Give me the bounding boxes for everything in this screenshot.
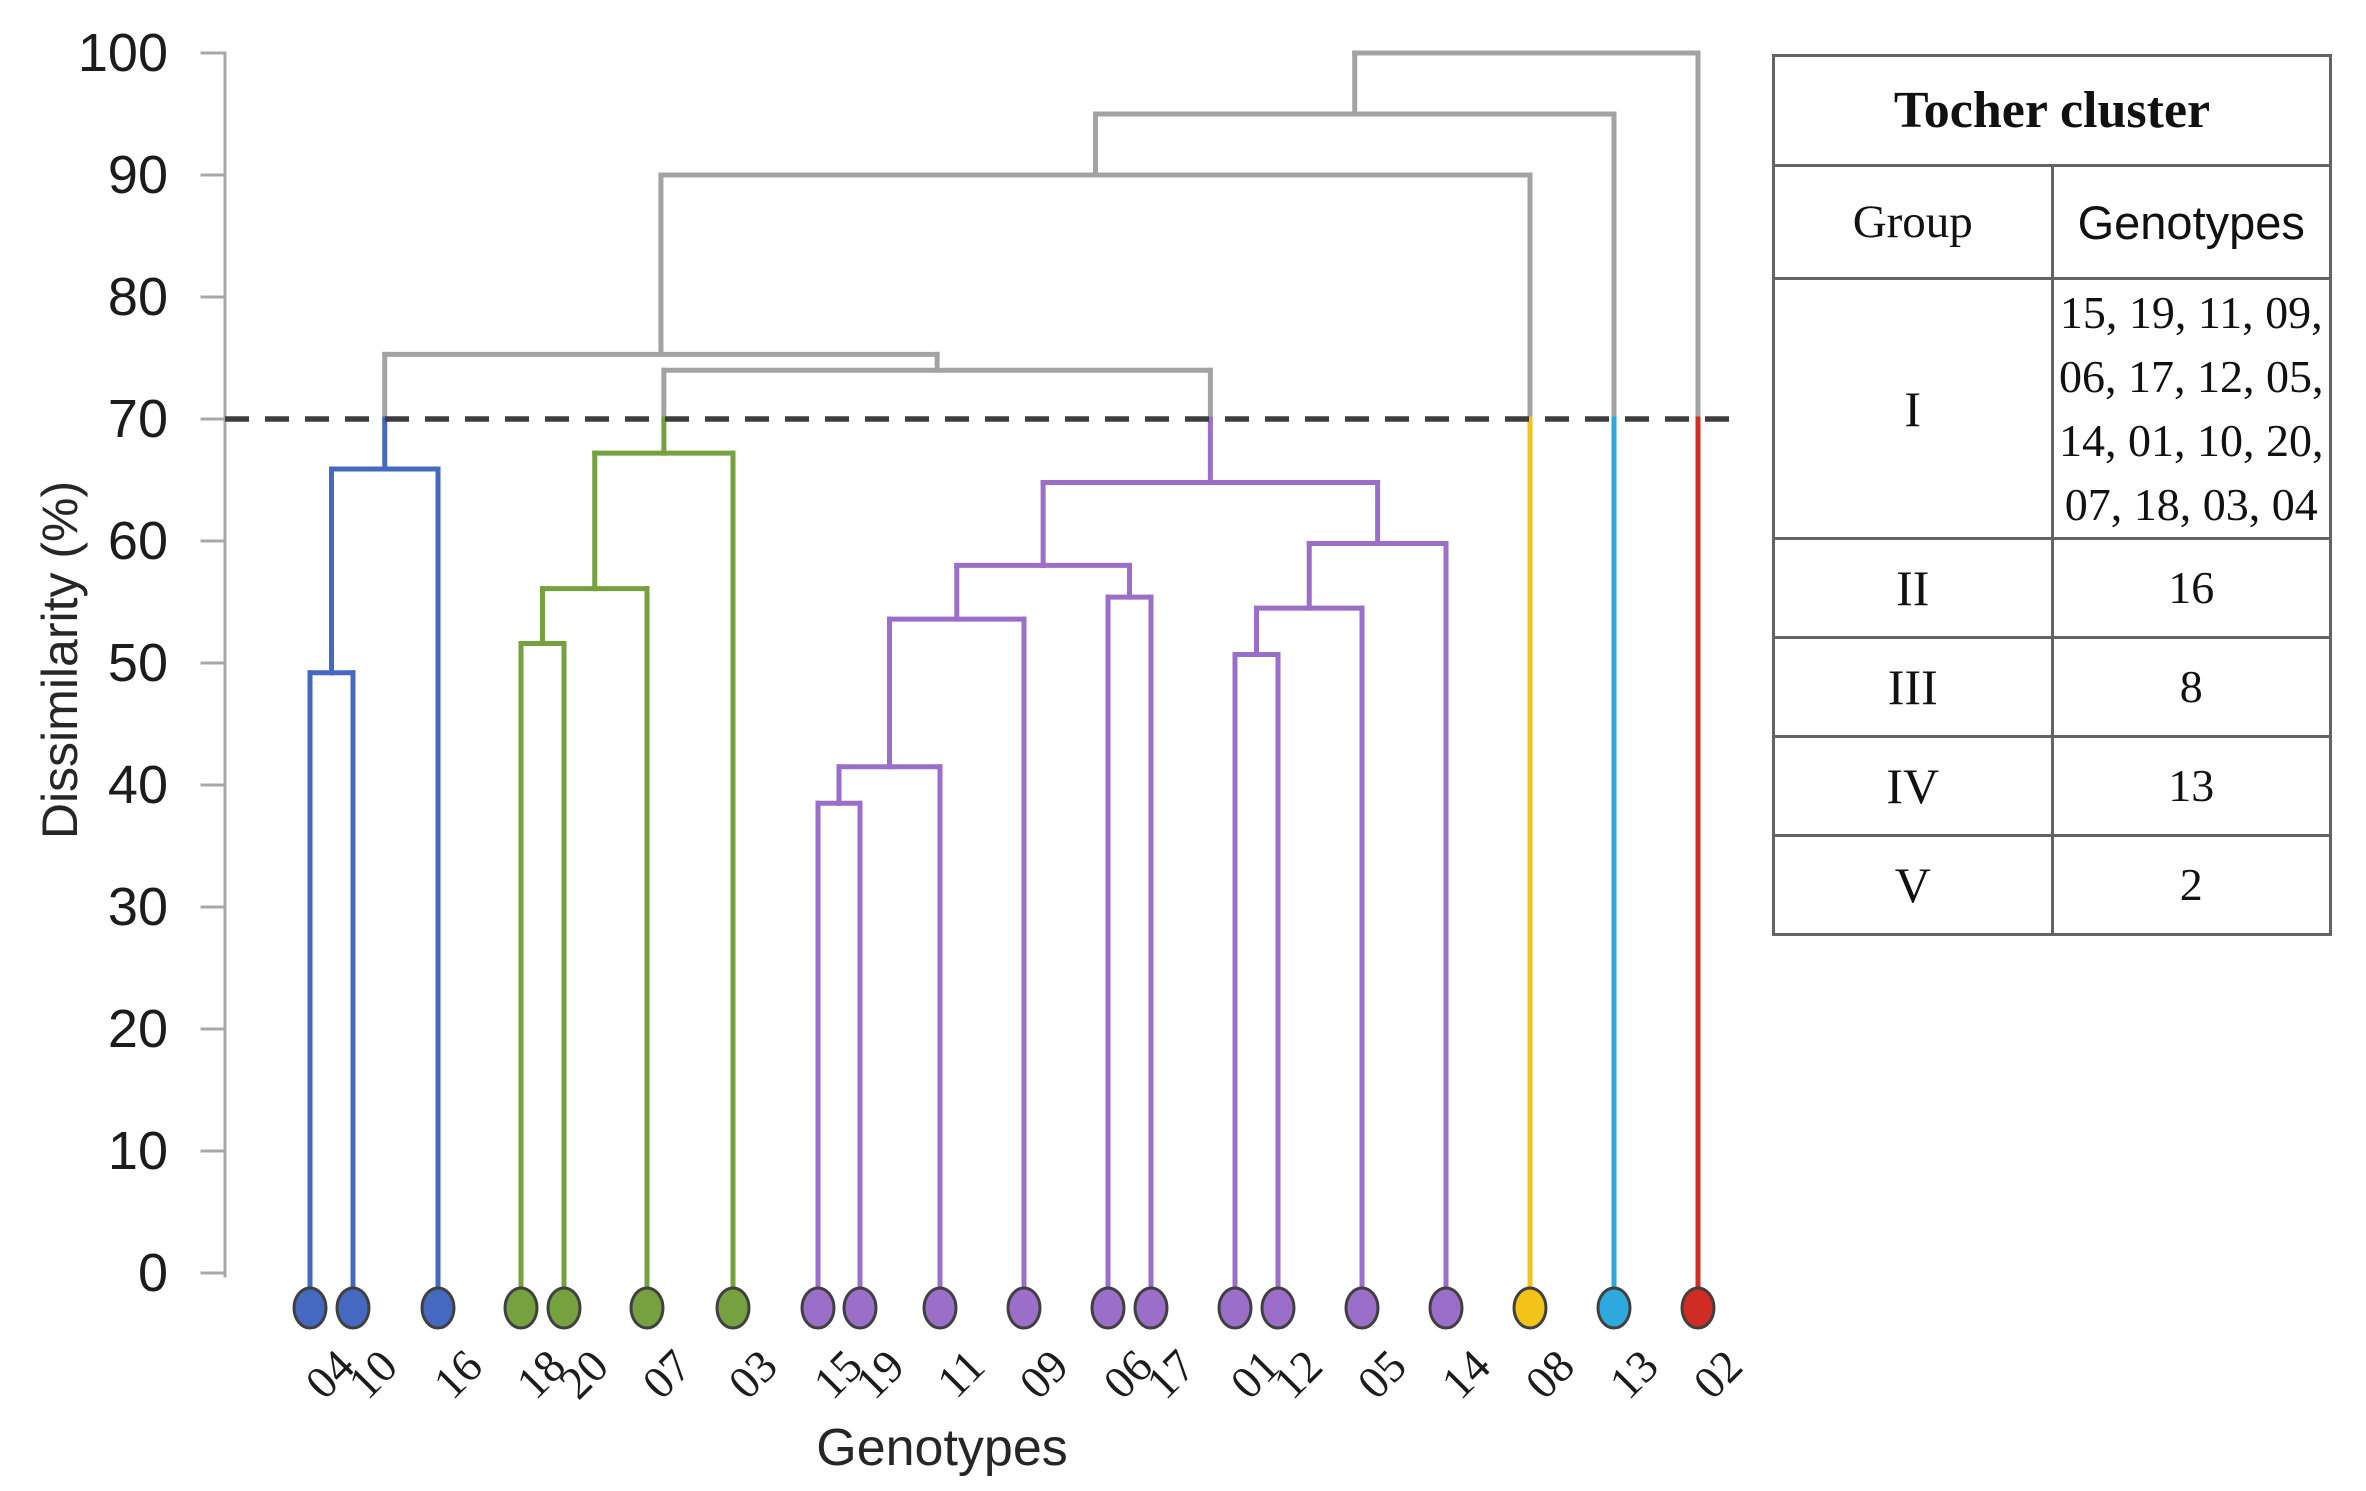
y-tick-label: 10 — [107, 1121, 168, 1181]
leaf-dot — [629, 1286, 665, 1330]
group-cell: IV — [1772, 735, 2054, 837]
leaf-dot — [546, 1286, 582, 1330]
leaf-dot — [1217, 1286, 1253, 1330]
group-cell: I — [1772, 277, 2054, 540]
leaf-dot — [1344, 1286, 1380, 1330]
y-tick-label: 0 — [137, 1243, 168, 1303]
x-axis-title: Genotypes — [816, 1419, 1068, 1477]
column-header-genotypes: Genotypes — [2050, 164, 2332, 280]
table-row: III 8 — [1772, 636, 2332, 738]
y-tick-label: 90 — [107, 145, 168, 205]
leaf-dot — [1133, 1286, 1169, 1330]
y-tick-label: 100 — [77, 23, 168, 83]
table-row: I 15, 19, 11, 09, 06, 17, 12, 05, 14, 01… — [1772, 277, 2332, 540]
leaf-dot — [420, 1286, 456, 1330]
tocher-cluster-table: Tocher cluster Group Genotypes I 15, 19,… — [1772, 54, 2332, 936]
genotypes-cell: 16 — [2050, 537, 2332, 639]
y-tick-label: 70 — [107, 389, 168, 449]
leaf-dot — [292, 1286, 328, 1330]
y-tick-label: 40 — [107, 755, 168, 815]
group-cell: II — [1772, 537, 2054, 639]
leaf-dot — [922, 1286, 958, 1330]
genotypes-cell: 2 — [2050, 834, 2332, 936]
leaf-dot — [503, 1286, 539, 1330]
leaf-dot — [1680, 1286, 1716, 1330]
y-tick-label: 80 — [107, 267, 168, 327]
leaf-dot — [335, 1286, 371, 1330]
table-row: V 2 — [1772, 834, 2332, 936]
leaf-dot — [800, 1286, 836, 1330]
column-header-group: Group — [1772, 164, 2054, 280]
leaf-dot — [842, 1286, 878, 1330]
genotypes-cell: 15, 19, 11, 09, 06, 17, 12, 05, 14, 01, … — [2050, 277, 2332, 540]
table-row: IV 13 — [1772, 735, 2332, 837]
genotypes-cell: 8 — [2050, 636, 2332, 738]
y-tick-label: 50 — [107, 633, 168, 693]
leaf-dot — [1006, 1286, 1042, 1330]
leaf-dot — [1596, 1286, 1632, 1330]
table-title: Tocher cluster — [1772, 54, 2332, 167]
y-tick-label: 60 — [107, 511, 168, 571]
leaf-dot — [1090, 1286, 1126, 1330]
table-row: II 16 — [1772, 537, 2332, 639]
leaf-dot — [1260, 1286, 1296, 1330]
group-cell: V — [1772, 834, 2054, 936]
y-tick-label: 30 — [107, 877, 168, 937]
table-header-row: Group Genotypes — [1772, 164, 2332, 280]
y-tick-label: 20 — [107, 999, 168, 1059]
leaf-dot — [1428, 1286, 1464, 1330]
genotypes-cell: 13 — [2050, 735, 2332, 837]
leaf-dot — [715, 1286, 751, 1330]
group-cell: III — [1772, 636, 2054, 738]
leaf-dot — [1512, 1286, 1548, 1330]
table-title-row: Tocher cluster — [1772, 54, 2332, 167]
